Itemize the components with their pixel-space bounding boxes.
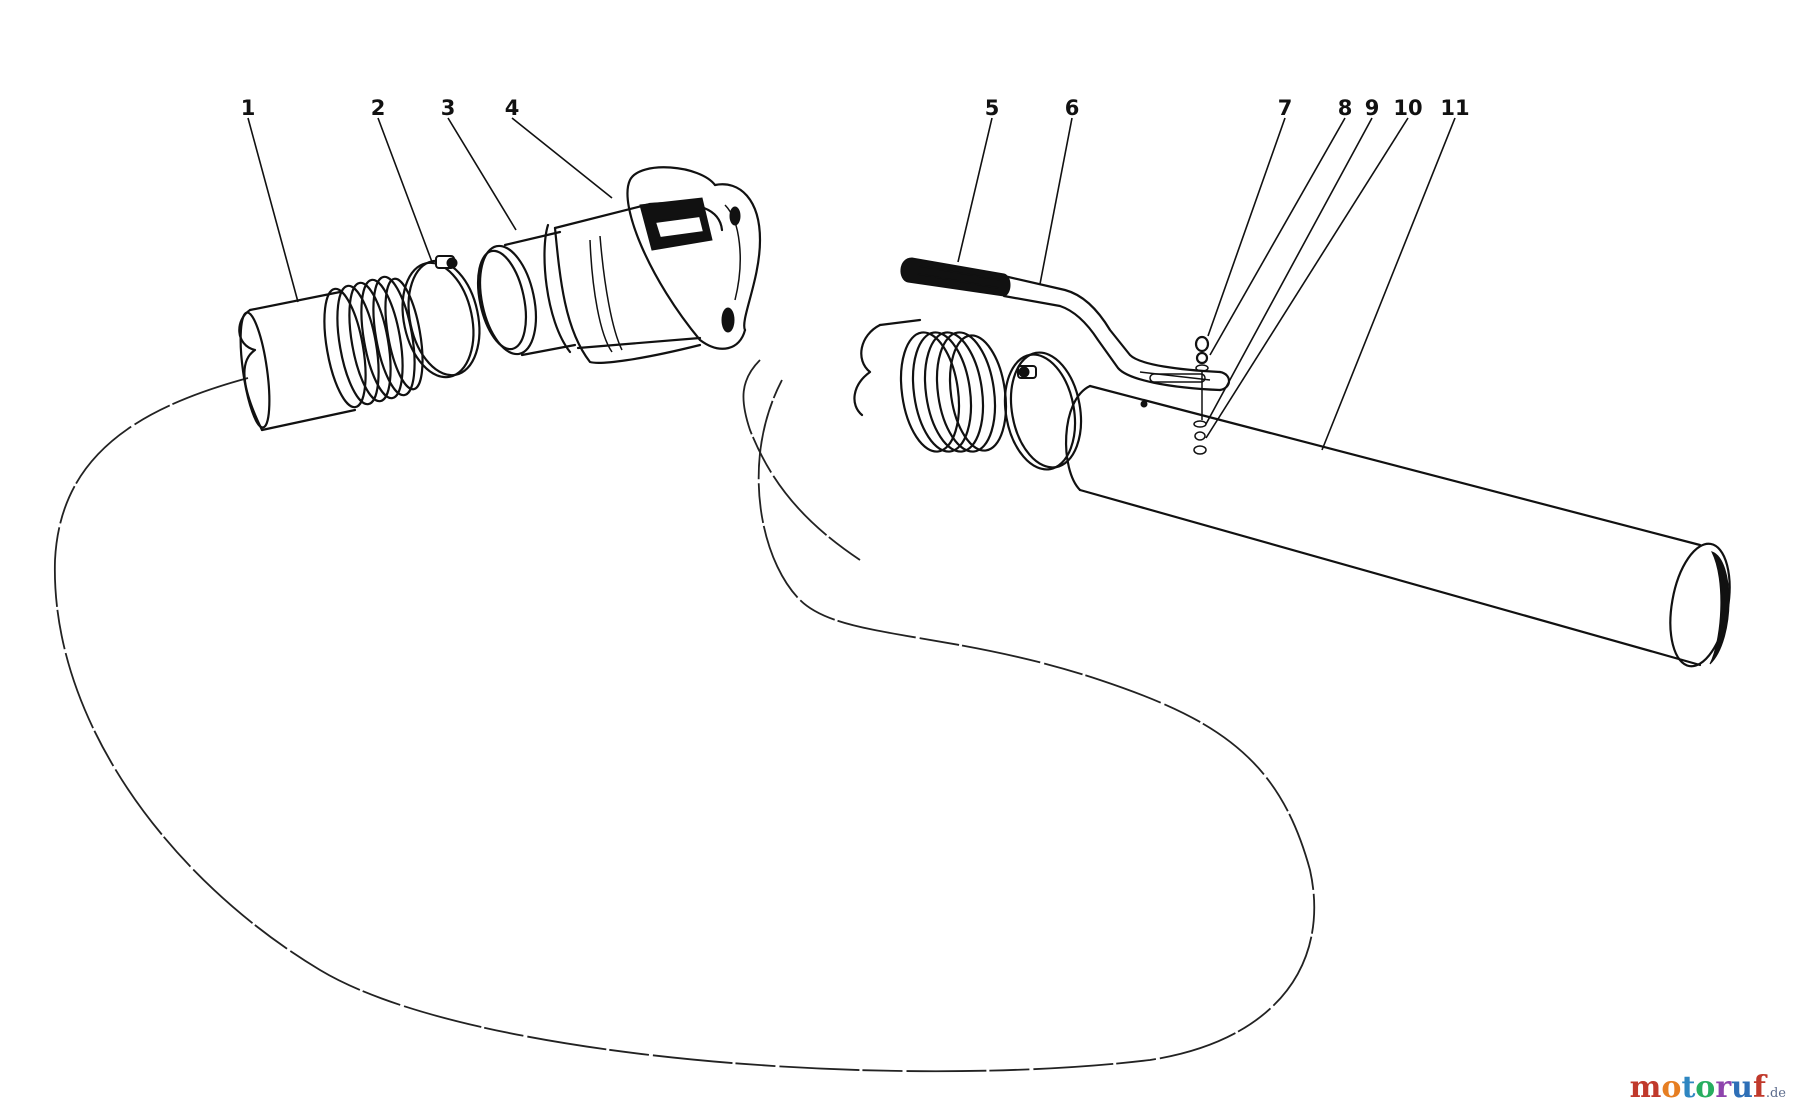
- watermark-logo: motoruf.de: [1630, 1070, 1786, 1105]
- callout-4: 4: [505, 96, 520, 120]
- hose-clamp-left: [401, 255, 481, 379]
- watermark-suffix: .de: [1765, 1086, 1786, 1101]
- callout-9: 9: [1365, 96, 1380, 120]
- leader-lines: [247, 117, 1456, 451]
- watermark-letter: t: [1681, 1070, 1696, 1105]
- adapter-tube: [477, 223, 577, 357]
- callout-7: 7: [1278, 96, 1293, 120]
- watermark-letter: o: [1695, 1070, 1716, 1105]
- callout-2: 2: [371, 96, 386, 120]
- watermark-letter: m: [1629, 1070, 1662, 1105]
- watermark-letter: u: [1731, 1070, 1753, 1105]
- hose-clamp-right: [1003, 351, 1083, 471]
- hose-inner-edge: [742, 359, 861, 561]
- callout-8: 8: [1338, 96, 1353, 120]
- callout-5: 5: [985, 96, 1000, 120]
- discharge-tube: [1065, 384, 1731, 668]
- hardware-stack: [1193, 335, 1210, 455]
- callout-6: 6: [1065, 96, 1080, 120]
- callout-10: 10: [1393, 96, 1422, 120]
- callout-3: 3: [441, 96, 456, 120]
- watermark-letter: f: [1752, 1070, 1766, 1105]
- hose-end-right: [853, 318, 1008, 453]
- watermark-letter: r: [1715, 1070, 1732, 1105]
- callout-1: 1: [241, 96, 256, 120]
- blower-housing: [553, 166, 762, 364]
- hose-end-left: [238, 275, 424, 432]
- hose-ribs-left: [323, 275, 424, 409]
- callout-11: 11: [1440, 96, 1469, 120]
- callout-numbers: 1 2 3 4 5 6 7 8 9 10 11: [241, 96, 1470, 120]
- watermark-letter: o: [1661, 1070, 1682, 1105]
- hose-outline: [54, 377, 1316, 1073]
- watermark-letters: motoruf: [1630, 1070, 1766, 1105]
- hose-ribs-right: [899, 331, 1008, 453]
